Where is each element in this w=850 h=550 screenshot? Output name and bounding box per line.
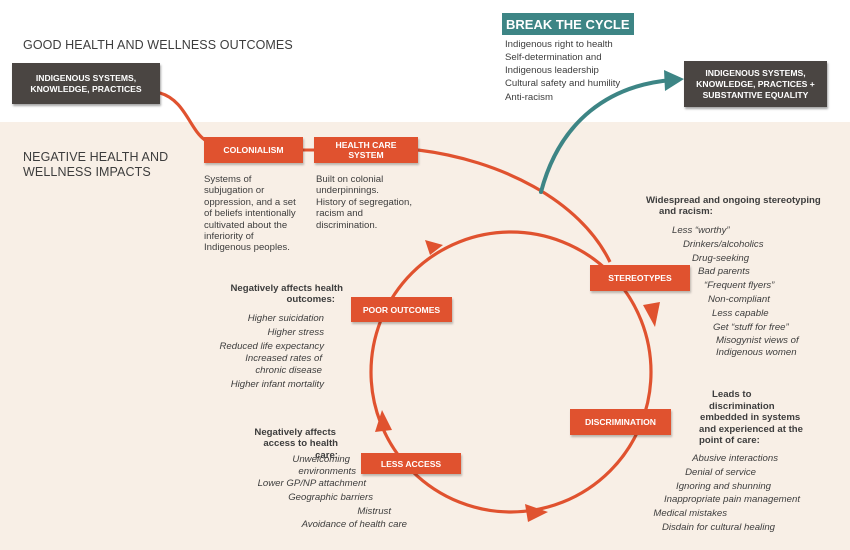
heading-line: access to health care: [263, 438, 338, 461]
stereotype-item: Drinkers/alcoholics [683, 238, 764, 250]
desc-line: inferiority of [204, 231, 254, 243]
access-item: environments [298, 465, 356, 477]
outcome-item: chronic disease [255, 364, 322, 376]
break-cycle-item: Self-determination and [505, 52, 602, 64]
colonialism-box: COLONIALISM [204, 137, 303, 163]
entry-arrow [158, 91, 207, 142]
system-to-stereotypes-arrow [417, 148, 612, 263]
heading-line: and experienced at the [699, 423, 803, 435]
break-cycle-item: Cultural safety and humility [505, 78, 621, 90]
desc-line: cultivated about the [204, 219, 288, 231]
outcomes-heading: Negatively affects health outcomes: [229, 283, 343, 306]
stereotype-item: Less “worthy” [672, 225, 730, 236]
access-item: Mistrust [357, 505, 391, 517]
heading-line: Widespread and ongoing stereotyping [646, 195, 821, 206]
stereotypes-box: STEREOTYPES [590, 265, 690, 291]
desc-line: Indigenous peoples. [204, 242, 290, 254]
discrimination-item: Abusive interactions [692, 453, 778, 464]
heading-line: point of care: [699, 435, 760, 447]
stereotype-item: Bad parents [698, 266, 750, 278]
break-cycle-item: Anti-racism [505, 91, 553, 103]
cycle-circle [369, 230, 653, 514]
arrowhead-discrimination [525, 504, 548, 522]
stereotype-item: Non-compliant [708, 293, 770, 305]
access-item: Lower GP/NP attachment [257, 478, 366, 489]
stereotype-item: “Frequent flyers” [704, 280, 775, 292]
stereotype-item: Drug-seeking [692, 252, 750, 264]
stereotype-item: Get “stuff for free” [713, 321, 789, 333]
heading-line: Negatively affects [254, 427, 336, 438]
access-list: Unwelcoming environments Lower GP/NP att… [250, 454, 407, 532]
arrowhead-stereotypes [643, 302, 660, 327]
stereotype-item: Less capable [712, 307, 769, 319]
indigenous-equality-box: INDIGENOUS SYSTEMS, KNOWLEDGE, PRACTICES… [684, 61, 827, 107]
access-item: Avoidance of health care [301, 519, 407, 531]
discrimination-item: Denial of service [685, 466, 756, 478]
discrimination-list: Abusive interactions Denial of service I… [630, 452, 807, 535]
desc-line: Built on colonial [316, 174, 384, 185]
negative-heading-line: NEGATIVE HEALTH AND [23, 150, 169, 164]
less-access-box: LESS ACCESS [361, 453, 461, 474]
heading-line: Leads to [712, 389, 752, 400]
outcome-item: Higher stress [267, 326, 324, 338]
discrimination-box: DISCRIMINATION [570, 409, 671, 435]
access-item: Unwelcoming [292, 454, 350, 465]
box-line: KNOWLEDGE, PRACTICES + [696, 78, 815, 89]
stereotype-item: Indigenous women [716, 346, 797, 358]
desc-line: racism and [316, 208, 363, 220]
discrimination-item: Inappropriate pain management [663, 494, 800, 506]
box-line: INDIGENOUS SYSTEMS, [35, 72, 137, 83]
negative-impacts-heading: NEGATIVE HEALTH AND WELLNESS IMPACTS [23, 150, 168, 180]
discrimination-item: Medical mistakes [653, 508, 727, 520]
stereotypes-list: Less “worthy” Drinkers/alcoholics Drug-s… [672, 224, 799, 358]
outcome-item: Higher suicidation [247, 313, 324, 324]
break-cycle-title: BREAK THE CYCLE [502, 13, 634, 35]
heading-line: and racism: [659, 206, 713, 218]
box-line: SYSTEM [348, 150, 384, 160]
break-cycle-item: Indigenous right to health [505, 39, 613, 50]
discrimination-item: Ignoring and shunning [676, 480, 771, 492]
access-item: Geographic barriers [288, 491, 373, 503]
break-cycle-arrowhead [664, 70, 684, 91]
heading-line: outcomes: [286, 294, 335, 306]
arrowhead-access [375, 410, 392, 432]
colonialism-description: Systems of subjugation or oppression, an… [204, 174, 296, 254]
desc-line: of beliefs intentionally [204, 208, 296, 220]
access-heading: Negatively affects access to health care… [238, 427, 338, 461]
stereotypes-heading: Widespread and ongoing stereotyping and … [646, 195, 821, 218]
outcome-item: Higher infant mortality [230, 379, 324, 391]
desc-line: underpinnings. [316, 185, 379, 197]
outcome-item: Increased rates of [245, 353, 322, 365]
negative-impacts-background [0, 122, 850, 550]
heading-line: Negatively affects health [230, 283, 343, 294]
desc-line: oppression, and a set [204, 196, 296, 208]
break-cycle-item: Indigenous leadership [505, 64, 599, 76]
desc-line: Systems of [204, 174, 252, 185]
stereotype-item: Misogynist views of [716, 335, 799, 347]
box-line: INDIGENOUS SYSTEMS, [705, 67, 806, 78]
outcomes-list: Higher suicidation Higher stress Reduced… [210, 312, 324, 392]
health-care-description: Built on colonial underpinnings. History… [316, 174, 412, 231]
discrimination-item: Disdain for cultural healing [661, 521, 775, 533]
heading-line: embedded in systems [700, 412, 801, 424]
box-line: HEALTH CARE [335, 140, 397, 150]
heading-line: discrimination [709, 400, 775, 412]
box-line: SUBSTANTIVE EQUALITY [702, 89, 809, 100]
poor-outcomes-box: POOR OUTCOMES [351, 297, 452, 322]
discrimination-heading: Leads to discrimination embedded in syst… [699, 389, 803, 447]
negative-heading-line: WELLNESS IMPACTS [23, 165, 151, 179]
outcome-item: Reduced life expectancy [219, 340, 324, 352]
good-outcomes-heading: GOOD HEALTH AND WELLNESS OUTCOMES [23, 38, 293, 52]
arrowhead-outcomes [425, 240, 443, 255]
desc-line: History of segregation, [316, 196, 412, 208]
box-line: KNOWLEDGE, PRACTICES [30, 83, 142, 94]
desc-line: subjugation or [204, 185, 265, 197]
desc-line: discrimination. [316, 219, 378, 231]
health-care-system-box: HEALTH CARE SYSTEM [314, 137, 418, 163]
break-cycle-list: Indigenous right to health Self-determin… [505, 38, 620, 104]
break-cycle-arrow [539, 78, 674, 194]
indigenous-systems-box: INDIGENOUS SYSTEMS, KNOWLEDGE, PRACTICES [12, 63, 160, 104]
